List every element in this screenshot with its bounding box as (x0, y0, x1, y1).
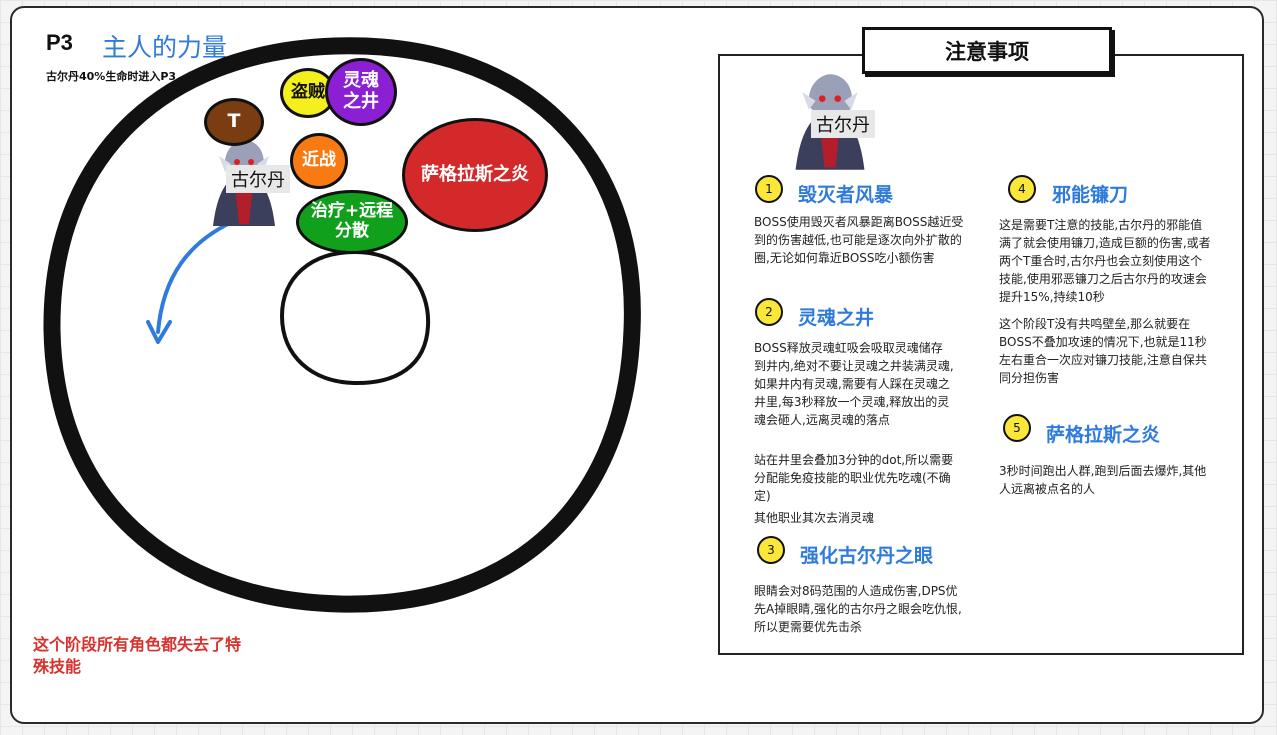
movement-arrowhead (146, 320, 172, 344)
section-3-title: 强化古尔丹之眼 (800, 545, 934, 567)
tank-marker-label: T (227, 110, 241, 133)
heal-ranged-marker: 治疗+远程分散 (296, 190, 408, 254)
section-3-number: 3 (767, 543, 775, 557)
section-3-number-badge: 3 (757, 536, 785, 564)
section-5-body: 3秒时间跑出人群,跑到后面去爆炸,其他人远离被点名的人 (999, 464, 1207, 496)
arena-diagram (43, 37, 641, 613)
soul-well-marker: 灵魂之井 (325, 58, 397, 126)
section-5-number: 5 (1013, 421, 1021, 435)
section-5-title: 萨格拉斯之炎 (1046, 424, 1161, 446)
phase-label: P3 (46, 30, 73, 55)
phase-title: 主人的力量 (102, 33, 228, 62)
tank-marker: T (204, 98, 264, 146)
melee-marker-label: 近战 (302, 150, 336, 171)
section-1-body: BOSS使用毁灭者风暴距离BOSS越近受到的伤害越低,也可能是逐次向外扩散的圈,… (754, 215, 964, 265)
section-2-title: 灵魂之井 (798, 307, 875, 329)
section-5-number-badge: 5 (1003, 414, 1031, 442)
phase-subtitle: 古尔丹40%生命时进入P3 (46, 70, 177, 83)
section-4-number: 4 (1018, 182, 1026, 196)
panel-boss-name-tag: 古尔丹 (811, 110, 875, 138)
section-3-body: 眼睛会对8码范围的人造成伤害,DPS优先A掉眼睛,强化的古尔丹之眼会吃仇恨,所以… (754, 584, 962, 634)
section-2-number-badge: 2 (755, 298, 783, 326)
phase-footnote: 这个阶段所有角色都失去了特殊技能 (33, 635, 242, 676)
soul-well-ring (279, 249, 431, 386)
sargeras-flame-marker-label: 萨格拉斯之炎 (421, 163, 529, 185)
section-1-number: 1 (765, 182, 773, 196)
section-1-title: 毁灭者风暴 (798, 184, 894, 206)
heal-ranged-marker-label: 治疗+远程分散 (310, 201, 394, 241)
notes-panel-title-text: 注意事项 (945, 39, 1029, 64)
section-2-body-3: 其他职业其次去消灵魂 (754, 511, 875, 525)
movement-arrow (156, 220, 234, 334)
arena-outer-ring (43, 37, 641, 613)
section-2-body-2: 站在井里会叠加3分钟的dot,所以需要分配能免疫技能的职业优先吃魂(不确定) (754, 453, 954, 503)
notes-panel (718, 54, 1244, 655)
soul-well-marker-label: 灵魂之井 (343, 70, 379, 112)
section-2-number: 2 (765, 305, 773, 319)
section-4-title: 邪能镰刀 (1052, 184, 1129, 206)
notes-panel-title: 注意事项 (862, 27, 1112, 74)
rogue-marker-label: 盗贼 (291, 82, 325, 103)
section-2-body-1: BOSS释放灵魂虹吸会吸取灵魂储存到井内,绝对不要让灵魂之井装满灵魂,如果井内有… (754, 341, 954, 427)
section-4-body-2: 这个阶段T没有共鸣壁垒,那么就要在BOSS不叠加攻速的情况下,也就是11秒左右重… (999, 317, 1207, 385)
melee-marker: 近战 (290, 133, 348, 189)
boss-name-tag: 古尔丹 (226, 165, 290, 193)
section-1-number-badge: 1 (755, 175, 783, 203)
sargeras-flame-marker: 萨格拉斯之炎 (402, 118, 548, 232)
section-4-number-badge: 4 (1008, 175, 1036, 203)
section-4-body-1: 这是需要T注意的技能,古尔丹的邪能值满了就会使用镰刀,造成巨额的伤害,或者两个T… (999, 218, 1211, 304)
